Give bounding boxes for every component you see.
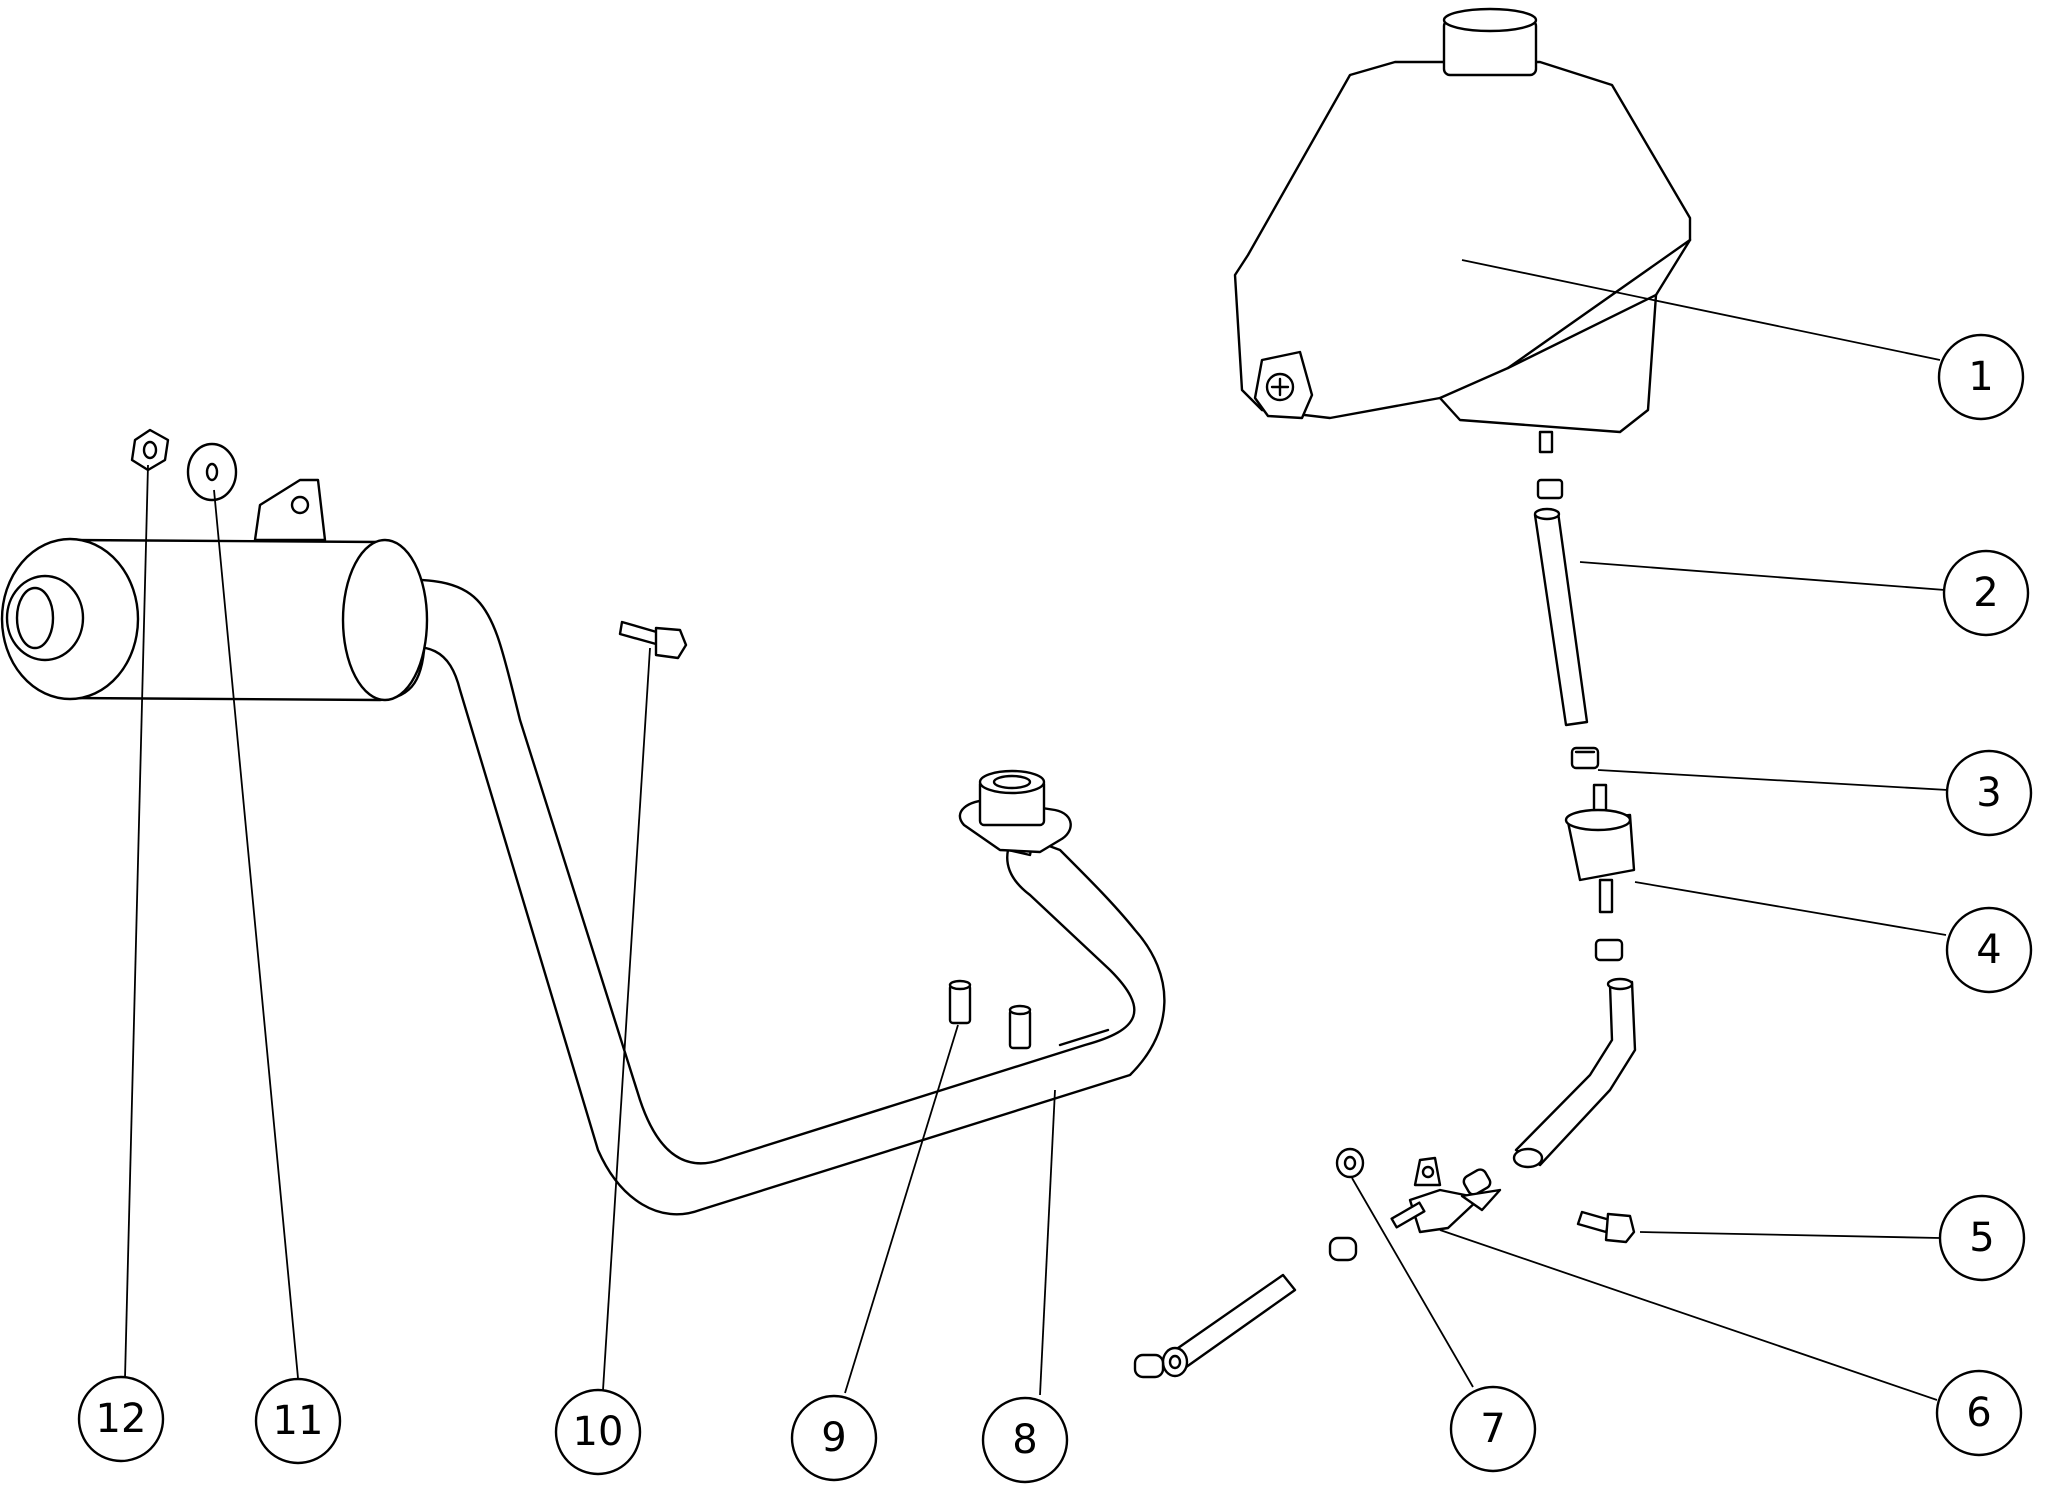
callout-11: 11: [254, 1377, 342, 1465]
grommet-11: [186, 442, 238, 502]
callout-circle: [554, 1388, 642, 1476]
callout-circle: [1945, 906, 2033, 994]
callout-10: 10: [554, 1388, 642, 1476]
callout-number: 10: [573, 1409, 624, 1455]
callout-number: 2: [1973, 570, 1998, 616]
callout-3: 3: [1945, 749, 2033, 837]
bolt-5: [1576, 1210, 1636, 1244]
callout-number: 6: [1966, 1390, 1991, 1436]
nut-12: [130, 428, 170, 472]
callout-5: 5: [1938, 1194, 2026, 1282]
hose-clamp: [1570, 746, 1600, 770]
fuel-filter: [1564, 783, 1636, 962]
callout-number: 11: [273, 1398, 324, 1444]
exhaust-pipe: [378, 578, 1166, 1216]
callout-circle: [1945, 749, 2033, 837]
callout-circle: [790, 1394, 878, 1482]
callout-6: 6: [1935, 1369, 2023, 1457]
callout-circle: [1449, 1385, 1537, 1473]
callout-circle: [1937, 333, 2025, 421]
callout-number: 9: [821, 1415, 846, 1461]
fuel-hose-lower: [1512, 977, 1637, 1169]
leader-lines: [124, 259, 1949, 1401]
callout-circle: [77, 1375, 165, 1463]
callout-circle: [254, 1377, 342, 1465]
callout-circle: [981, 1396, 1069, 1484]
callout-1: 1: [1937, 333, 2025, 421]
callout-circle: [1935, 1369, 2023, 1457]
callout-8: 8: [981, 1396, 1069, 1484]
callout-number: 4: [1976, 927, 2001, 973]
callout-circle: [1938, 1194, 2026, 1282]
callout-9: 9: [790, 1394, 878, 1482]
callout-circle: [1942, 549, 2030, 637]
callout-12: 12: [77, 1375, 165, 1463]
stud-nuts: [948, 979, 1032, 1050]
callout-4: 4: [1945, 906, 2033, 994]
muffler: [0, 478, 429, 702]
outlet-hose: [1133, 1236, 1358, 1379]
callout-number: 12: [96, 1396, 147, 1442]
callout-number: 7: [1480, 1406, 1505, 1452]
washer-7: [1335, 1147, 1365, 1179]
bolt-10: [618, 620, 688, 660]
callout-number: 3: [1976, 770, 2001, 816]
fuel-hose-upper: [1533, 478, 1589, 727]
callout-number: 1: [1968, 354, 1993, 400]
callout-number: 8: [1012, 1417, 1037, 1463]
callout-number: 5: [1969, 1215, 1994, 1261]
fuel-tank: [1233, 7, 1692, 454]
callout-7: 7: [1449, 1385, 1537, 1473]
callout-2: 2: [1942, 549, 2030, 637]
fuel-valve: [1390, 1156, 1502, 1234]
